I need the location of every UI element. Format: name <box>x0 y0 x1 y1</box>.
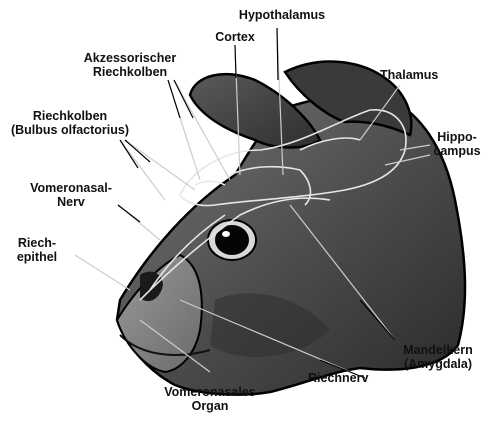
label-riechepithel-line1: Riech- <box>2 236 72 250</box>
label-vomeronasal-nerv-line1: Vomeronasal- <box>16 181 126 195</box>
label-akzessorischer-line2: Riechkolben <box>60 65 200 79</box>
label-hypothalamus: Hypothalamus <box>212 8 352 22</box>
label-hippocampus-line1: Hippo- <box>422 130 491 144</box>
eye <box>208 220 256 260</box>
label-akzessorischer-line1: Akzessorischer <box>60 51 200 65</box>
label-hippocampus-line2: campus <box>422 144 491 158</box>
label-riechkolben-line1: Riechkolben <box>0 109 140 123</box>
label-vomeronasal-nerv-line2: Nerv <box>16 195 126 209</box>
label-vomeronasales-organ-line1: Vomeronasales <box>150 385 270 399</box>
label-mandelkern-line2: (Amygdala) <box>388 357 488 371</box>
label-riechnerv: Riechnerv <box>308 371 368 385</box>
label-vomeronasales-organ-line2: Organ <box>150 399 270 413</box>
label-mandelkern-line1: Mandelkern <box>388 343 488 357</box>
label-riechkolben-line2: (Bulbus olfactorius) <box>0 123 140 137</box>
label-thalamus: Thalamus <box>380 68 438 82</box>
label-riechepithel-line2: epithel <box>2 250 72 264</box>
label-cortex: Cortex <box>195 30 275 44</box>
